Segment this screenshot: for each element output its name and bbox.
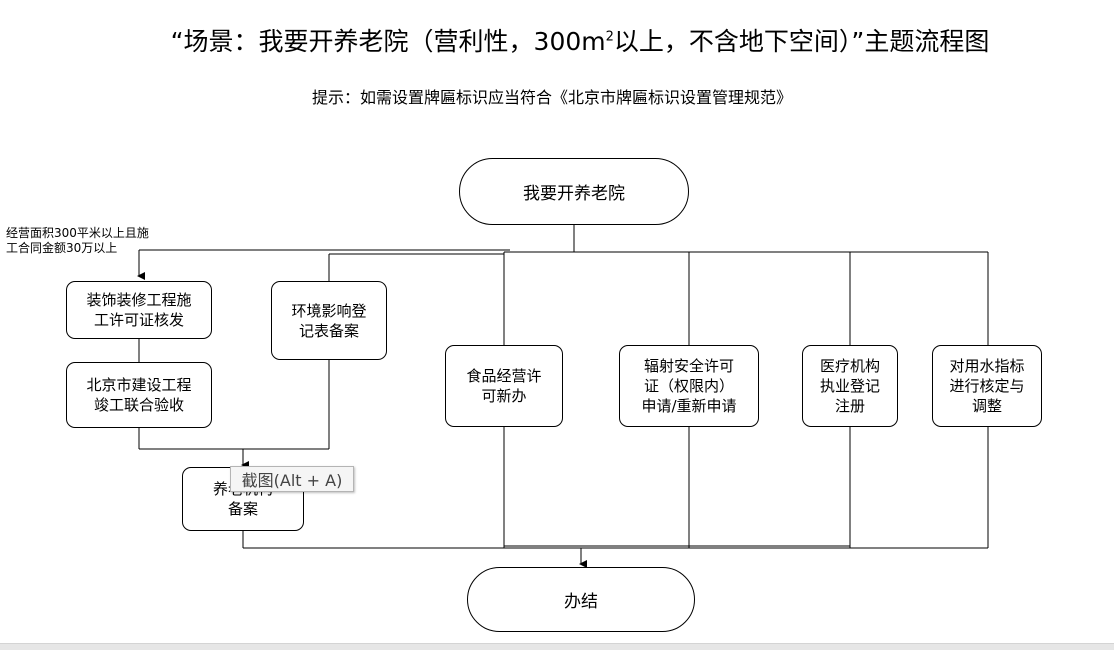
food-license-node: 食品经营许 可新办	[445, 345, 563, 427]
eia-registration-line-1: 环境影响登	[291, 301, 367, 320]
water-quota-line-3: 调整	[971, 397, 1002, 415]
water-quota-node: 对用水指标 进行核定与 调整	[932, 345, 1042, 427]
condition-line-1: 经营面积300平米以上且施	[6, 226, 149, 240]
screenshot-tooltip: 截图(Alt + A)	[230, 466, 354, 492]
hint-text: 提示：如需设置牌匾标识应当符合《北京市牌匾标识设置管理规范》	[311, 88, 792, 107]
end-node-label: 办结	[564, 592, 598, 612]
water-quota-line-1: 对用水指标	[949, 357, 1025, 375]
end-node: 办结	[467, 567, 695, 632]
completion-acceptance-line-1: 北京市建设工程	[86, 376, 192, 394]
decoration-permit-line-2: 工许可证核发	[93, 311, 184, 329]
decoration-permit-node: 装饰装修工程施 工许可证核发	[66, 281, 212, 339]
start-node: 我要开养老院	[459, 158, 689, 225]
condition-note: 经营面积300平米以上且施 工合同金额30万以上	[6, 226, 149, 256]
title-rest: 以上，不含地下空间）”主题流程图	[613, 27, 990, 56]
eldercare-filing-line-2: 备案	[227, 500, 258, 518]
condition-line-2: 工合同金额30万以上	[6, 241, 118, 255]
completion-acceptance-line-2: 竣工联合验收	[93, 396, 184, 414]
start-node-label: 我要开养老院	[523, 184, 625, 204]
completion-acceptance-node: 北京市建设工程 竣工联合验收	[66, 362, 212, 428]
page-title: “场景：我要开养老院（营利性，300m2以上，不含地下空间）”主题流程图	[0, 22, 1114, 58]
food-license-line-1: 食品经营许	[466, 367, 542, 385]
radiation-license-line-2: 证（权限内）	[643, 377, 734, 395]
medical-registration-line-1: 医疗机构	[819, 357, 880, 375]
medical-registration-node: 医疗机构 执业登记 注册	[802, 345, 898, 427]
eia-registration-line-2: 记表备案	[298, 321, 359, 340]
viewer-bottom-bar	[0, 643, 1114, 650]
medical-registration-line-2: 执业登记	[819, 377, 880, 395]
radiation-license-line-3: 申请/重新申请	[641, 397, 737, 415]
radiation-license-node: 辐射安全许可 证（权限内） 申请/重新申请	[619, 345, 759, 427]
title-main: “场景：我要开养老院（营利性，300m	[170, 27, 606, 56]
title-superscript: 2	[605, 29, 614, 45]
eia-registration-node: 环境影响登 记表备案	[271, 281, 387, 360]
radiation-license-line-1: 辐射安全许可	[643, 357, 734, 375]
decoration-permit-line-1: 装饰装修工程施	[86, 291, 192, 309]
food-license-line-2: 可新办	[481, 387, 527, 405]
water-quota-line-2: 进行核定与	[949, 377, 1025, 395]
medical-registration-line-3: 注册	[834, 397, 865, 415]
